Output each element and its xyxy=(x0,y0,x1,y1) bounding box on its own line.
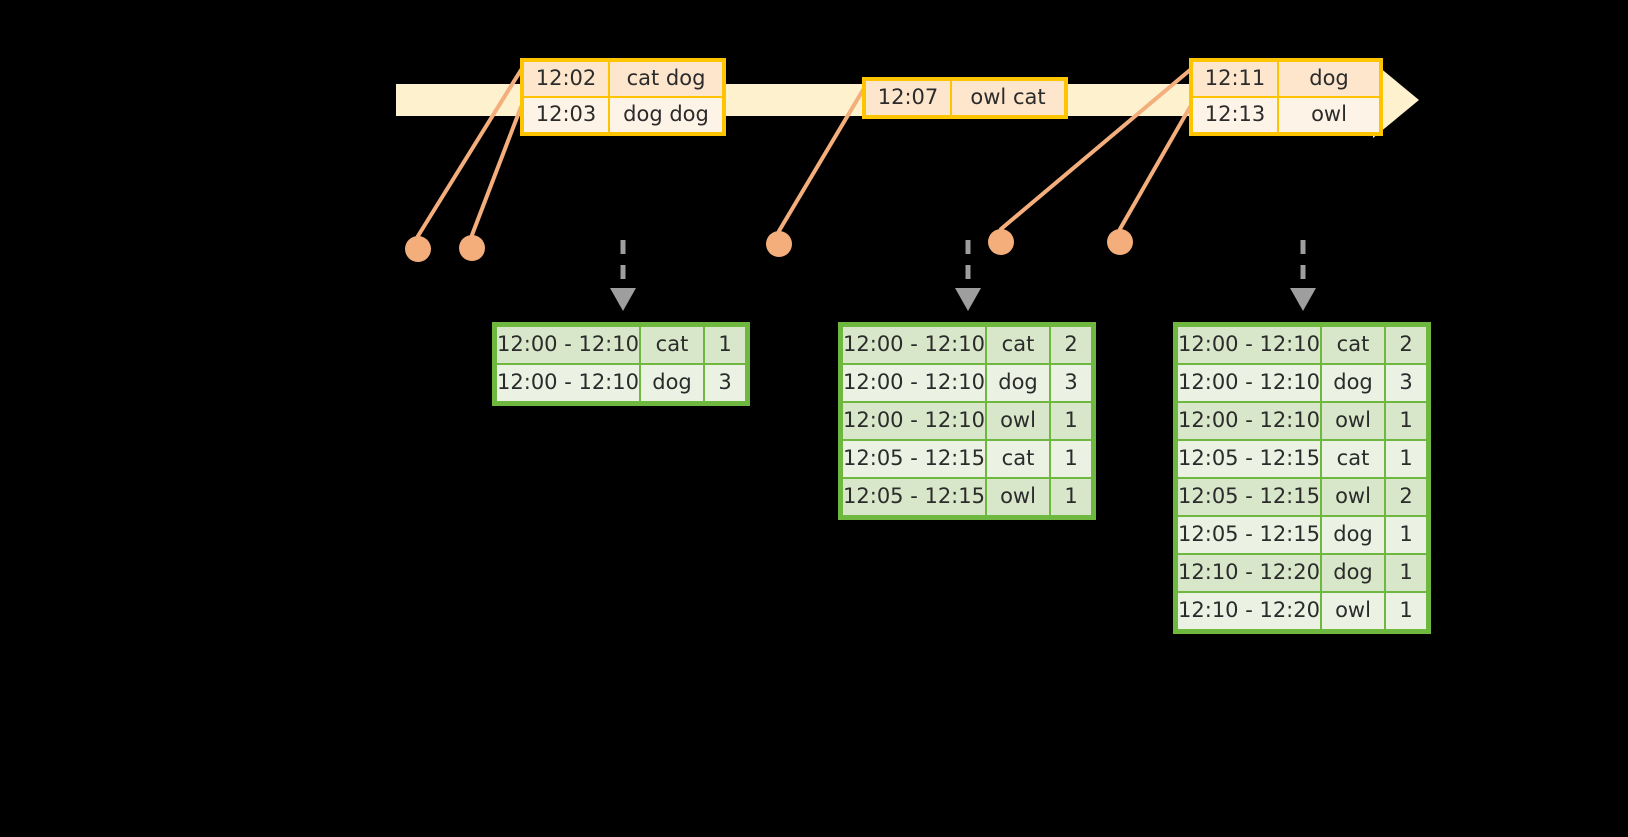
event-row[interactable]: 12:11 dog xyxy=(1192,61,1380,98)
result-key: cat xyxy=(640,326,704,365)
result-count: 2 xyxy=(1050,326,1092,365)
result-key: owl xyxy=(986,478,1050,517)
table-row[interactable]: 12:10 - 12:20 dog 1 xyxy=(1177,554,1427,593)
table-row[interactable]: 12:05 - 12:15 cat 1 xyxy=(842,440,1092,479)
result-key: cat xyxy=(986,440,1050,479)
event-time: 12:13 xyxy=(1192,97,1278,134)
result-key: dog xyxy=(1321,554,1385,593)
result-key: owl xyxy=(986,402,1050,441)
result-key: owl xyxy=(1321,402,1385,441)
result-window: 12:10 - 12:20 xyxy=(1177,592,1321,631)
connector-3 xyxy=(777,88,865,233)
table-row[interactable]: 12:00 - 12:10 cat 2 xyxy=(842,326,1092,365)
result-window: 12:05 - 12:15 xyxy=(1177,516,1321,555)
result-key: cat xyxy=(1321,326,1385,365)
result-count: 3 xyxy=(1050,364,1092,403)
result-window: 12:05 - 12:15 xyxy=(1177,440,1321,479)
event-group-1[interactable]: 12:02 cat dog 12:03 dog dog xyxy=(520,58,726,137)
event-row[interactable]: 12:07 owl cat xyxy=(865,80,1065,117)
event-time: 12:03 xyxy=(523,97,609,134)
emit-arrowhead-2 xyxy=(955,288,981,311)
connector-4 xyxy=(999,68,1192,231)
event-words: dog dog xyxy=(609,97,723,134)
event-time: 12:02 xyxy=(523,61,609,98)
table-row[interactable]: 12:05 - 12:15 cat 1 xyxy=(1177,440,1427,479)
table-row[interactable]: 12:05 - 12:15 owl 1 xyxy=(842,478,1092,517)
event-time: 12:11 xyxy=(1192,61,1278,98)
result-window: 12:10 - 12:20 xyxy=(1177,554,1321,593)
event-words: owl cat xyxy=(951,80,1065,117)
result-key: dog xyxy=(640,364,704,403)
event-words: owl xyxy=(1278,97,1380,134)
event-row[interactable]: 12:03 dog dog xyxy=(523,97,723,134)
event-marker-12-13[interactable] xyxy=(1107,229,1133,255)
result-window: 12:05 - 12:15 xyxy=(842,478,986,517)
result-table-3[interactable]: 12:00 - 12:10 cat 2 12:00 - 12:10 dog 3 … xyxy=(1173,322,1431,635)
event-marker-12-02[interactable] xyxy=(405,236,431,262)
result-count: 1 xyxy=(1385,440,1427,479)
connector-lines xyxy=(416,68,1192,238)
table-row[interactable]: 12:10 - 12:20 owl 1 xyxy=(1177,592,1427,631)
result-count: 1 xyxy=(1050,440,1092,479)
result-window: 12:05 - 12:15 xyxy=(842,440,986,479)
table-row[interactable]: 12:00 - 12:10 owl 1 xyxy=(1177,402,1427,441)
result-count: 3 xyxy=(704,364,746,403)
result-key: cat xyxy=(1321,440,1385,479)
event-group-2[interactable]: 12:07 owl cat xyxy=(862,77,1068,120)
result-count: 1 xyxy=(704,326,746,365)
result-key: owl xyxy=(1321,592,1385,631)
table-row[interactable]: 12:00 - 12:10 dog 3 xyxy=(842,364,1092,403)
event-words: dog xyxy=(1278,61,1380,98)
emit-arrowheads xyxy=(610,288,1316,311)
result-count: 1 xyxy=(1385,402,1427,441)
result-count: 1 xyxy=(1050,402,1092,441)
result-count: 2 xyxy=(1385,478,1427,517)
result-table-1[interactable]: 12:00 - 12:10 cat 1 12:00 - 12:10 dog 3 xyxy=(492,322,750,407)
connector-1 xyxy=(416,68,523,238)
result-count: 3 xyxy=(1385,364,1427,403)
emit-arrowhead-3 xyxy=(1290,288,1316,311)
table-row[interactable]: 12:05 - 12:15 dog 1 xyxy=(1177,516,1427,555)
result-window: 12:05 - 12:15 xyxy=(1177,478,1321,517)
result-count: 1 xyxy=(1385,592,1427,631)
table-row[interactable]: 12:00 - 12:10 owl 1 xyxy=(842,402,1092,441)
result-window: 12:00 - 12:10 xyxy=(842,326,986,365)
result-window: 12:00 - 12:10 xyxy=(842,402,986,441)
table-row[interactable]: 12:00 - 12:10 dog 3 xyxy=(496,364,746,403)
result-count: 1 xyxy=(1385,554,1427,593)
result-window: 12:00 - 12:10 xyxy=(1177,326,1321,365)
result-window: 12:00 - 12:10 xyxy=(496,326,640,365)
result-count: 1 xyxy=(1050,478,1092,517)
event-marker-12-07[interactable] xyxy=(766,231,792,257)
table-row[interactable]: 12:00 - 12:10 cat 1 xyxy=(496,326,746,365)
result-window: 12:00 - 12:10 xyxy=(842,364,986,403)
connector-5 xyxy=(1118,105,1192,231)
event-group-3[interactable]: 12:11 dog 12:13 owl xyxy=(1189,58,1383,137)
event-row[interactable]: 12:13 owl xyxy=(1192,97,1380,134)
result-key: dog xyxy=(1321,364,1385,403)
result-key: dog xyxy=(986,364,1050,403)
event-row[interactable]: 12:02 cat dog xyxy=(523,61,723,98)
result-key: owl xyxy=(1321,478,1385,517)
table-row[interactable]: 12:00 - 12:10 cat 2 xyxy=(1177,326,1427,365)
emit-arrowhead-1 xyxy=(610,288,636,311)
result-key: cat xyxy=(986,326,1050,365)
event-marker-12-11[interactable] xyxy=(988,229,1014,255)
event-time: 12:07 xyxy=(865,80,951,117)
result-table-2[interactable]: 12:00 - 12:10 cat 2 12:00 - 12:10 dog 3 … xyxy=(838,322,1096,521)
emit-arrows xyxy=(620,240,1306,290)
result-window: 12:00 - 12:10 xyxy=(496,364,640,403)
result-count: 2 xyxy=(1385,326,1427,365)
result-window: 12:00 - 12:10 xyxy=(1177,402,1321,441)
connector-2 xyxy=(470,105,523,237)
table-row[interactable]: 12:00 - 12:10 dog 3 xyxy=(1177,364,1427,403)
result-key: dog xyxy=(1321,516,1385,555)
result-count: 1 xyxy=(1385,516,1427,555)
table-row[interactable]: 12:05 - 12:15 owl 2 xyxy=(1177,478,1427,517)
event-words: cat dog xyxy=(609,61,723,98)
result-window: 12:00 - 12:10 xyxy=(1177,364,1321,403)
event-marker-12-03[interactable] xyxy=(459,235,485,261)
